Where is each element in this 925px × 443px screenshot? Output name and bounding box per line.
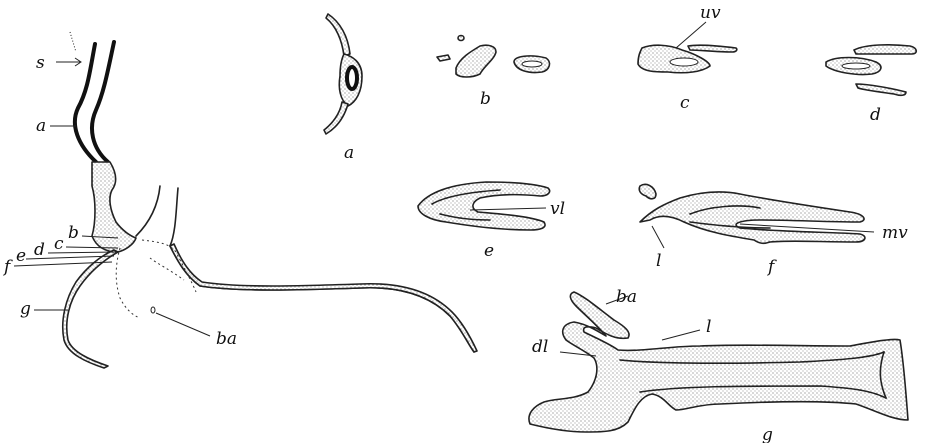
section-b-dot-1	[458, 36, 464, 41]
section-b-oval-lumen	[522, 61, 542, 67]
lower-wall	[63, 250, 118, 368]
label-l-g: l	[706, 317, 711, 337]
section-a-upper-arm	[326, 14, 350, 56]
pointer-arrow-s	[70, 32, 76, 52]
label-s: s	[36, 53, 45, 73]
label-d: d	[34, 240, 45, 260]
section-d-top-strip	[854, 45, 916, 54]
caption-d: d	[870, 105, 881, 125]
label-f: f	[2, 257, 13, 277]
label-mv: mv	[882, 223, 908, 243]
section-f-body	[640, 192, 865, 243]
section-a-lumen	[347, 67, 357, 89]
label-ba-g: ba	[616, 287, 637, 307]
leader-ba	[156, 313, 210, 336]
label-ba: ba	[216, 329, 237, 349]
section-c: uv c	[638, 3, 737, 113]
leader-l-g	[662, 330, 700, 340]
section-c-strip	[688, 45, 737, 52]
section-e: vl e	[418, 182, 565, 261]
label-e: e	[16, 246, 26, 266]
duct-a-right	[92, 42, 114, 162]
label-l-f: l	[656, 251, 661, 271]
caption-b: b	[480, 89, 491, 109]
dashed-outline-2	[142, 240, 196, 292]
section-d: d	[826, 45, 916, 125]
section-g: ba l dl g	[529, 287, 908, 443]
branch-left-wall	[136, 186, 160, 236]
label-a: a	[36, 116, 46, 136]
section-e-outer	[418, 182, 550, 230]
section-b: b	[437, 36, 549, 110]
section-d-bottom-strip	[856, 84, 906, 95]
ba-marker	[151, 307, 155, 313]
label-dl: dl	[532, 337, 548, 357]
dashed-outline-1	[116, 248, 140, 318]
section-c-lumen	[670, 58, 698, 66]
caption-a: a	[344, 143, 354, 163]
caption-c: c	[680, 93, 690, 113]
caption-g: g	[762, 425, 773, 443]
label-vl: vl	[550, 199, 565, 219]
caption-e: e	[484, 241, 494, 261]
caption-f: f	[766, 257, 777, 277]
label-g: g	[20, 299, 31, 319]
leader-vl	[470, 208, 546, 210]
leader-l-f	[652, 226, 664, 248]
section-a-lower-arm	[324, 102, 348, 134]
branch-right-wall	[170, 188, 178, 246]
section-d-oval-lumen	[842, 63, 870, 69]
main-duct-wall	[92, 162, 136, 252]
label-b: b	[68, 223, 79, 243]
section-b-small-fragment	[437, 55, 450, 61]
section-b-irregular-mass	[456, 45, 496, 77]
main-figure: s a b c d e f g ba	[2, 32, 477, 368]
label-uv: uv	[700, 3, 721, 23]
section-a: a	[324, 14, 362, 163]
section-g-body	[529, 292, 908, 432]
leader-uv	[676, 22, 706, 48]
label-c: c	[54, 234, 64, 254]
section-f-small-blob	[639, 184, 656, 198]
section-f: l mv f	[639, 184, 908, 277]
